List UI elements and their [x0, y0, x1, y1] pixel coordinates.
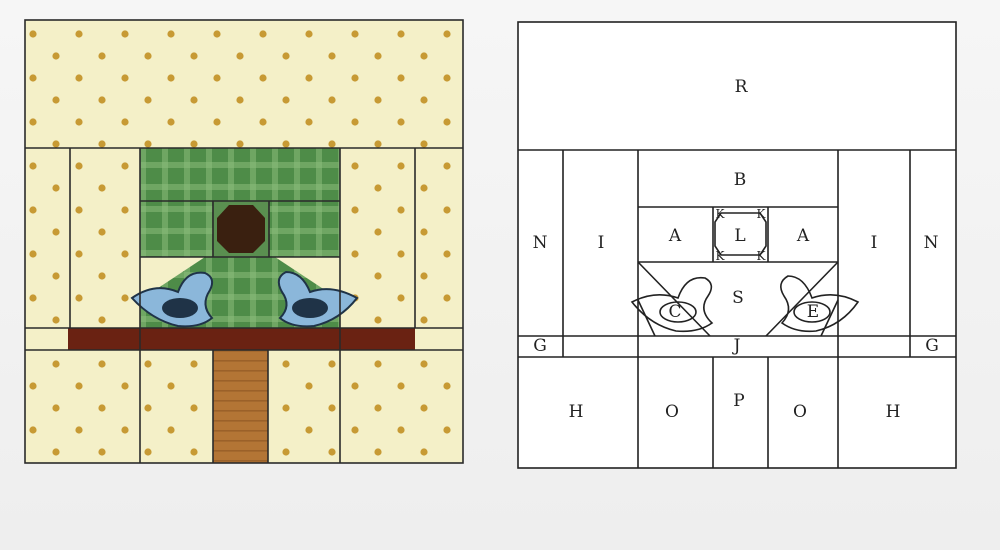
bottom-panel-h-left [25, 350, 140, 463]
top-sky-panel [25, 20, 463, 148]
pattern-label-i-left: I [598, 233, 605, 253]
tree-crown-top [140, 148, 340, 201]
tree-trunk [213, 350, 268, 463]
bottom-panel-h-right [340, 350, 463, 463]
left-side-strip-n [25, 148, 70, 328]
pattern-label-h-right: H [886, 402, 901, 422]
bottom-panel-o-right [268, 350, 340, 463]
pattern-label-s: S [732, 288, 744, 308]
pattern-label-g-left: G [533, 336, 547, 356]
pattern-label-l: L [734, 226, 745, 246]
pattern-label-k3: K [716, 249, 726, 263]
pattern-label-k1: K [716, 207, 726, 221]
pattern-label-k4: K [757, 249, 767, 263]
flower-icon [217, 205, 265, 253]
tree-crown-left [140, 201, 213, 257]
left-side-strip-i [70, 148, 140, 328]
pattern-label-r: R [735, 77, 749, 97]
pattern-label-k2: K [757, 207, 767, 221]
branch-right-end [415, 328, 463, 350]
right-side-strip-n [415, 148, 463, 328]
tree-crown-right [269, 201, 340, 257]
colored-quilt-block [25, 20, 463, 463]
branch [68, 328, 415, 350]
branch-left-end [25, 328, 68, 350]
pattern-label-o-left: O [665, 402, 679, 422]
pattern-label-o-right: O [793, 402, 807, 422]
pattern-label-e: E [807, 302, 819, 322]
pattern-label-a-left: A [668, 226, 682, 246]
pattern-label-i-right: I [871, 233, 878, 253]
bottom-panel-o-left [140, 350, 213, 463]
pattern-label-g-right: G [925, 336, 939, 356]
pattern-label-b: B [734, 170, 747, 190]
pattern-label-j: J [732, 336, 741, 356]
pattern-label-h-left: H [569, 402, 584, 422]
pattern-label-c: C [668, 302, 681, 322]
pattern-label-n-left: N [533, 233, 548, 253]
pattern-label-a-right: A [796, 226, 810, 246]
pattern-diagram: R B N I A L A I N K K K K S C E G J G H … [518, 22, 956, 468]
pattern-label-n-right: N [924, 233, 939, 253]
pattern-label-p: P [733, 391, 744, 411]
